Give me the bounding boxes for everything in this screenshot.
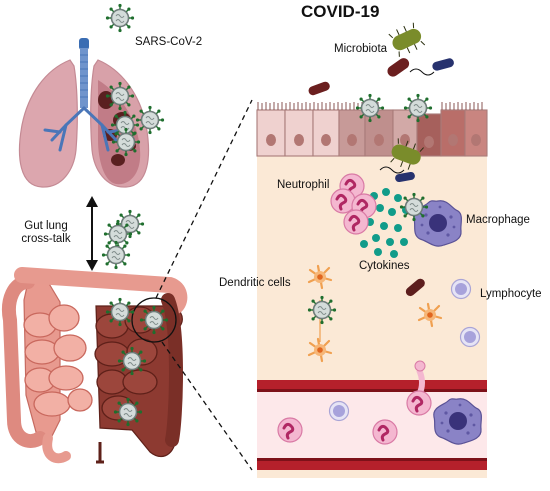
tissue-panel (256, 102, 488, 478)
virus-icon (117, 346, 147, 376)
lungs-illustration (18, 38, 150, 188)
gut-lung-line-2: cross-talk (21, 233, 71, 246)
double-arrow-icon (86, 196, 98, 271)
gut-lung-label: Gut lung cross-talk (14, 220, 78, 246)
neutrophil-cell (276, 416, 304, 444)
virus-icon (101, 240, 131, 270)
virus-icon (135, 105, 165, 135)
figure-title: COVID-19 (301, 2, 380, 21)
intestines-illustration (2, 267, 188, 464)
zoom-line-bottom (161, 341, 253, 471)
virus-icon (103, 219, 133, 249)
virus-icon (355, 93, 385, 123)
zoom-line-top (155, 99, 253, 299)
magnifier-circle-icon (131, 297, 177, 343)
neutrophil-cell (405, 389, 433, 417)
microbiota-label: Microbiota (334, 43, 388, 55)
virus-icon (105, 297, 135, 327)
bacterium-icon (390, 138, 424, 170)
macrophage-label: Macrophage (466, 214, 530, 226)
bacterium-icon (388, 22, 426, 57)
virus-icon (403, 93, 433, 123)
virus-icon (111, 127, 141, 157)
virus-icon (113, 397, 143, 427)
lymphocyte-cell (328, 400, 350, 422)
neutrophil-cell (371, 418, 399, 446)
bacterium-icon (308, 81, 330, 96)
virus-icon (139, 305, 169, 335)
gut-lung-line-1: Gut lung (24, 220, 68, 232)
bacterium-icon (387, 58, 410, 77)
microbiota-group (308, 22, 454, 183)
virus-icon (105, 3, 135, 33)
virus-icon (105, 81, 135, 111)
neutrophil-label: Neutrophil (277, 179, 330, 191)
virus-label: SARS-CoV-2 (135, 36, 203, 48)
bacterium-icon (432, 58, 454, 71)
lymphocyte-label: Lymphocyte (480, 288, 542, 300)
bacterium-icon (405, 278, 425, 297)
dendritic-cells-label: Dendritic cells (219, 277, 291, 289)
virus-icon (307, 295, 337, 325)
lymphocyte-cell (450, 278, 472, 300)
virus-icon (399, 192, 429, 222)
cytokines-label: Cytokines (359, 260, 410, 272)
lymphocyte-cell (459, 326, 481, 348)
bacterium-icon (395, 171, 415, 183)
